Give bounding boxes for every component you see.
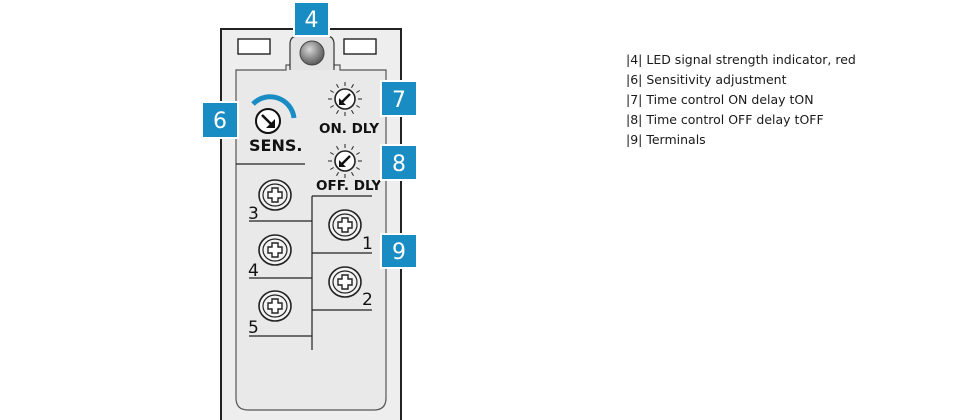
- callout-6: 6: [201, 101, 239, 139]
- svg-text:6: 6: [213, 109, 227, 134]
- led-indicator: [299, 40, 325, 66]
- terminal-label: 4: [248, 261, 259, 281]
- terminal-label: 5: [248, 318, 259, 338]
- legend: |4| LED signal strength indicator, red |…: [626, 50, 856, 150]
- sensitivity-knob[interactable]: [251, 94, 297, 134]
- legend-item-on-delay: |7| Time control ON delay tON: [626, 92, 814, 107]
- device-housing: [220, 28, 402, 420]
- off-delay-label: OFF. DLY: [316, 178, 381, 194]
- svg-text:7: 7: [392, 88, 406, 113]
- callout-8: 8: [380, 144, 418, 181]
- terminal-label: 3: [248, 204, 259, 224]
- callout-7: 7: [380, 80, 418, 117]
- terminal-label: 2: [362, 290, 373, 310]
- svg-text:9: 9: [392, 240, 406, 265]
- terminal-screw-4[interactable]: [258, 234, 292, 266]
- right-slot: [343, 38, 377, 55]
- terminal-screw-2[interactable]: [328, 266, 362, 298]
- terminal-lines: [236, 163, 372, 350]
- terminal-screw-1[interactable]: [328, 209, 362, 241]
- svg-text:4: 4: [305, 8, 319, 33]
- legend-item-sensitivity: |6| Sensitivity adjustment: [626, 72, 787, 87]
- svg-text:8: 8: [392, 152, 406, 177]
- callout-4: 4: [293, 1, 330, 37]
- legend-item-terminals: |9| Terminals: [626, 132, 706, 147]
- legend-item-led: |4| LED signal strength indicator, red: [626, 52, 856, 67]
- left-slot: [237, 38, 271, 55]
- terminal-screw-5[interactable]: [258, 290, 292, 322]
- callout-9: 9: [380, 233, 418, 269]
- terminal-label: 1: [362, 234, 373, 254]
- on-delay-label: ON. DLY: [319, 121, 379, 137]
- sens-label: SENS.: [249, 136, 302, 155]
- legend-item-off-delay: |8| Time control OFF delay tOFF: [626, 112, 824, 127]
- terminal-screw-3[interactable]: [258, 179, 292, 211]
